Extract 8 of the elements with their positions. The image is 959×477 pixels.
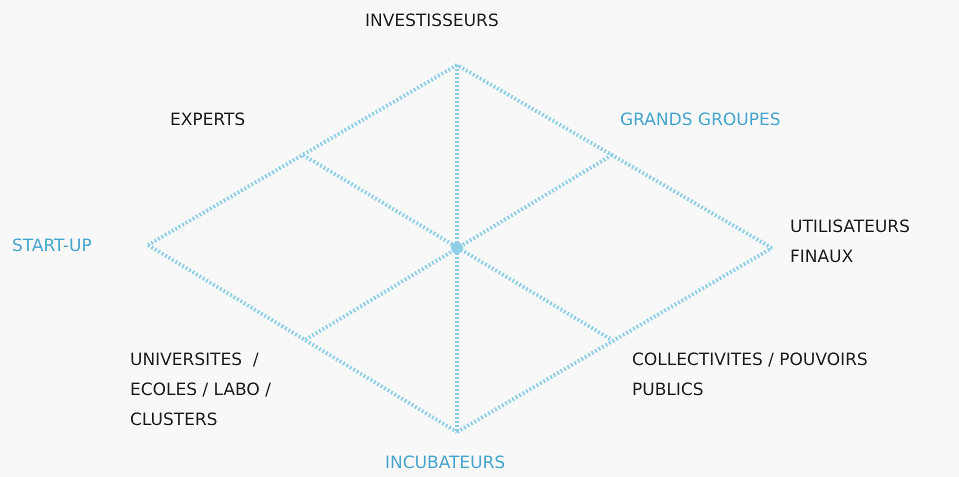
stakeholder-label: UNIVERSITES / ECOLES / LABO / CLUSTERS <box>130 349 272 432</box>
stakeholder-label: EXPERTS <box>170 109 246 132</box>
stakeholder-label: INVESTISSEURS <box>365 10 500 33</box>
stakeholder-label: COLLECTIVITES / POUVOIRS PUBLICS <box>632 349 869 402</box>
stakeholder-label: UTILISATEURS FINAUX <box>790 216 911 269</box>
stakeholder-label: START-UP <box>12 235 93 258</box>
stakeholder-label: GRANDS GROUPES <box>620 109 782 132</box>
stakeholder-label: INCUBATEURS <box>385 452 506 475</box>
